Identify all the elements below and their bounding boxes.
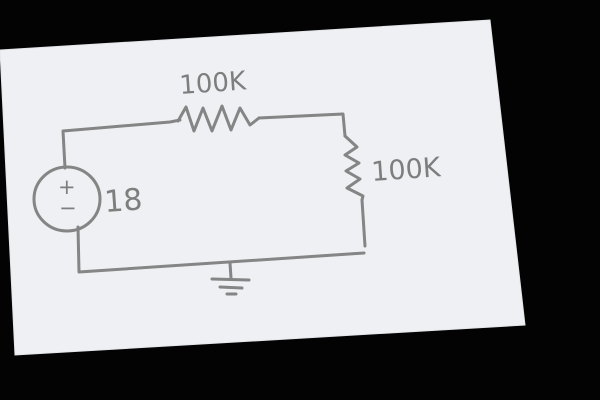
voltage-source-value: 18 [103, 182, 144, 220]
paper-background [0, 19, 526, 356]
resistor-right-zigzag [343, 134, 365, 202]
wire-top-right [257, 112, 347, 138]
wire-right-down [360, 198, 367, 248]
resistor-top-zigzag [176, 104, 261, 133]
wire-bottom [76, 225, 366, 274]
voltage-source-minus: − [59, 196, 77, 220]
voltage-source-plus: + [58, 175, 76, 199]
ground-symbol-icon [210, 277, 251, 296]
resistor-right-value: 100K [370, 152, 443, 188]
voltage-source-circle [32, 165, 102, 233]
wire-ground-stub [228, 261, 233, 280]
wire-top-left [61, 118, 182, 170]
resistor-top-value: 100K [178, 66, 248, 101]
